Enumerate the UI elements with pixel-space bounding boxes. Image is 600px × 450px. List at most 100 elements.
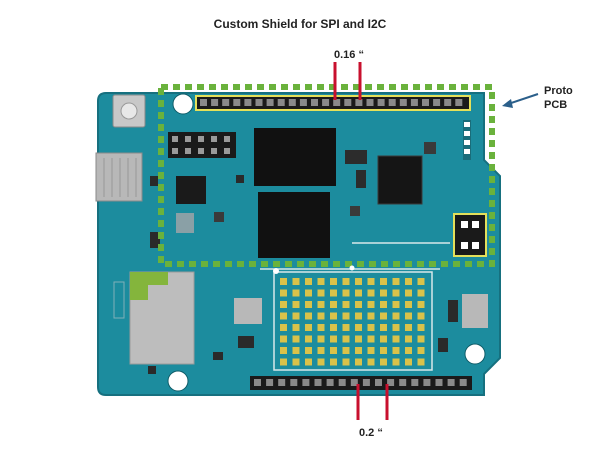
header-pin [198,148,204,154]
led-dot [367,358,375,366]
led-dot [305,324,312,331]
led-dot [355,301,362,308]
header-pin [366,99,374,106]
led-dot [342,278,350,285]
led-dot [355,289,362,297]
mount-hole-bottom-left [167,370,189,392]
led-dot [355,312,362,320]
led-dot [317,324,325,331]
led-dot [405,324,412,331]
small-chip-mid [176,213,194,233]
led-dot [292,278,300,285]
header-pin [224,136,230,142]
header-pin [211,136,217,142]
led-dot [280,358,287,366]
header-pin [444,99,452,106]
led-dot [417,312,425,320]
led-dot [305,347,312,354]
led-dot [280,312,287,320]
led-dot [417,335,425,343]
led-dot [355,347,362,354]
led-dot [380,335,387,343]
led-dot [380,312,387,320]
led-dot [330,347,337,354]
led-dot [417,347,425,354]
led-dot [342,347,350,354]
header-pin [222,99,230,106]
header-pin [266,379,274,386]
led-dot [392,347,400,354]
header-pin [377,99,385,106]
led-dot [330,301,337,308]
header-pin [224,148,230,154]
led-dot [380,347,387,354]
led-dot [292,324,300,331]
header-pin [411,379,419,386]
led-dot [342,324,350,331]
led-dot [405,278,412,285]
mount-hole-top-left [172,93,194,115]
led-dot [330,312,337,320]
led-dot [330,335,337,343]
led-dot [330,289,337,297]
processor-chip [377,155,423,205]
header-pin [362,379,370,386]
header-pin [355,99,363,106]
led-dot [367,278,375,285]
led-dot [405,312,412,320]
led-dot [405,335,412,343]
header-pin [399,379,407,386]
led-dot [280,347,287,354]
led-dot [330,358,337,366]
led-dot [342,289,350,297]
usb-connector [95,152,143,202]
led-dot [405,289,412,297]
led-dot [292,347,300,354]
led-dot [280,335,287,343]
led-dot [405,301,412,308]
header-pin [433,99,441,106]
led-dot [355,335,362,343]
led-dot [380,358,387,366]
header-pin [423,379,431,386]
header-pin [455,99,463,106]
led-dot [292,335,300,343]
header-pin [200,99,207,106]
led-dot [380,278,387,285]
header-pin [344,99,352,106]
led-dot [417,324,425,331]
header-pin [459,379,467,386]
led-dot [305,358,312,366]
led-dot [380,324,387,331]
led-dot [392,301,400,308]
led-dot [367,335,375,343]
main-chip-top [254,128,336,186]
led-dot [342,301,350,308]
icsp-header-pins [172,136,230,154]
led-dot [417,278,425,285]
main-chip-bottom [258,192,330,258]
led-dot [380,289,387,297]
header-pin [288,99,296,106]
led-dot [342,312,350,320]
led-dot [392,335,400,343]
led-dot [317,312,325,320]
header-pin [254,379,261,386]
header-pin [338,379,346,386]
header-pin [211,148,217,154]
led-dot [280,278,287,285]
header-pin [172,148,178,154]
led-dot [405,347,412,354]
led-dot [292,358,300,366]
led-dot [417,301,425,308]
led-dot [305,335,312,343]
led-dot [317,278,325,285]
led-dot [355,358,362,366]
led-dot [292,289,300,297]
proto-pcb-outline [158,84,495,267]
proto-pcb-label: Proto PCB [544,84,573,112]
header-pin [350,379,358,386]
bottom-pitch-label: 0.2 “ [359,427,383,439]
mount-hole-right [464,343,486,365]
header-pin [314,379,322,386]
